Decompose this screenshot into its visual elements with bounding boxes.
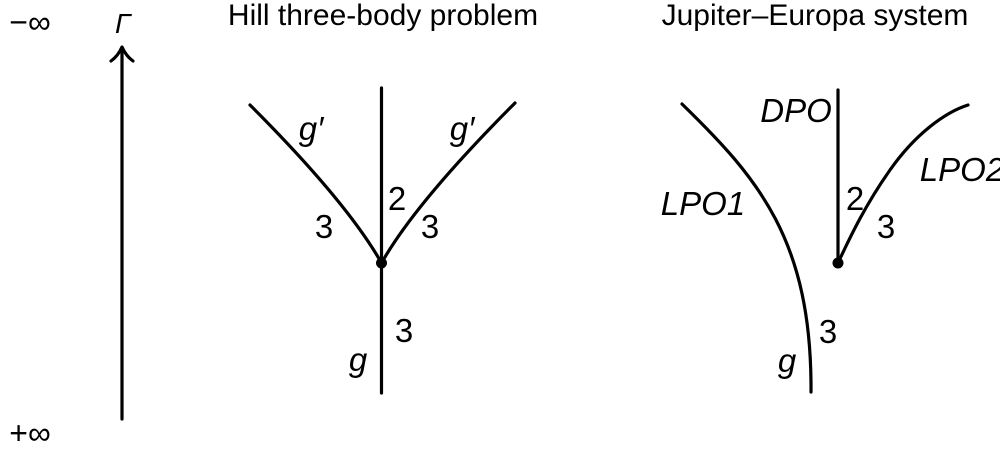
jupiter-multiplicity-stem-above: 2 — [846, 180, 864, 217]
hill-multiplicity-stem-below: 3 — [395, 312, 413, 349]
jupiter-europa-diagram-title: Jupiter–Europa system — [662, 0, 969, 32]
gamma-axis-arrowhead-icon — [109, 45, 135, 63]
hill-bottom-branch-label: g — [349, 341, 368, 378]
gamma-axis: −∞ Γ +∞ — [9, 4, 135, 450]
gamma-axis-bottom-value: +∞ — [9, 415, 51, 450]
jupiter-lpo2-branch-curve — [836, 103, 970, 265]
jupiter-europa-diagram: Jupiter–Europa system DPO LPO1 LPO2 2 3 … — [661, 0, 1000, 394]
hill-multiplicity-stem-above: 2 — [388, 180, 406, 217]
hill-right-branch-label: g′ — [450, 110, 476, 147]
gamma-axis-top-value: −∞ — [9, 4, 51, 40]
jupiter-dpo-label: DPO — [760, 92, 832, 129]
gamma-axis-label: Γ — [115, 8, 132, 39]
hill-left-branch-label: g′ — [299, 110, 325, 147]
jupiter-g-branch-label: g — [778, 342, 797, 379]
jupiter-lpo1-label: LPO1 — [661, 185, 745, 222]
hill-diagram: Hill three-body problem g′ g′ 2 3 3 3 g — [228, 0, 538, 395]
hill-right-branch-curve — [379, 101, 517, 265]
jupiter-multiplicity-right: 3 — [877, 208, 895, 245]
jupiter-lpo1-g-curve — [680, 102, 813, 394]
jupiter-bifurcation-point — [832, 257, 844, 269]
hill-bifurcation-point — [376, 257, 387, 269]
hill-multiplicity-left: 3 — [315, 208, 333, 245]
hill-left-branch-curve — [248, 103, 384, 265]
jupiter-multiplicity-bottom: 3 — [819, 313, 837, 350]
hill-multiplicity-right: 3 — [421, 208, 439, 245]
jupiter-lpo2-label: LPO2 — [920, 151, 1000, 188]
hill-diagram-title: Hill three-body problem — [228, 0, 538, 32]
